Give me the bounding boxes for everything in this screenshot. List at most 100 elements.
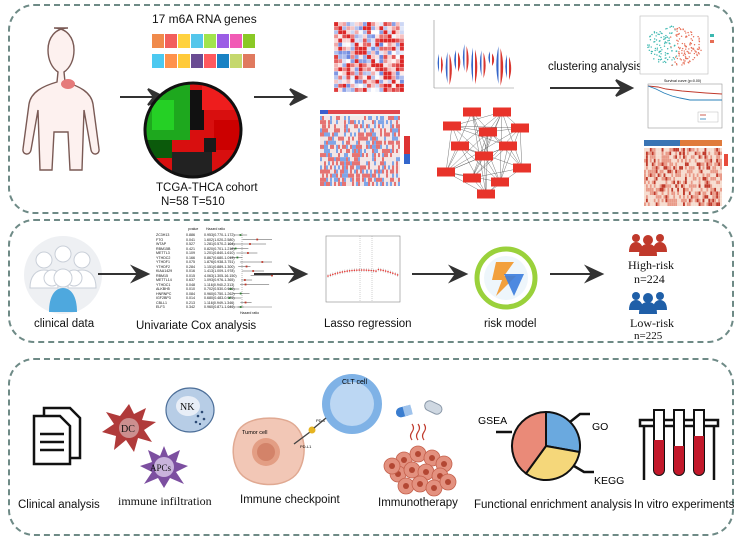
tumor-nucleus [409, 467, 415, 473]
ppi-edge [459, 145, 487, 195]
expr-cell [368, 124, 370, 129]
expr-cell [362, 144, 364, 149]
high-risk-count: n=224 [634, 272, 665, 286]
cluster-cell [720, 173, 722, 177]
cluster-cell [653, 162, 656, 167]
expr-cell [342, 153, 344, 158]
corr-cell [358, 75, 363, 80]
corr-cell [366, 30, 372, 35]
corr-cell [370, 71, 376, 76]
lasso-label: Lasso regression [324, 318, 412, 330]
cluster-cell [710, 173, 713, 177]
cluster-cell [718, 151, 721, 156]
expr-cell [374, 128, 376, 133]
expr-cell [362, 132, 364, 137]
ppi-edge [451, 125, 485, 157]
pca-point [698, 48, 700, 51]
cluster-cell [644, 158, 646, 163]
cluster-cell [681, 155, 683, 159]
cluster-cell [716, 151, 719, 156]
clinical-analysis-label: Clinical analysis [18, 499, 100, 511]
cluster-cell [710, 169, 713, 174]
cluster-cell [669, 202, 672, 206]
lasso-point [353, 269, 356, 272]
cluster-cell [651, 198, 654, 203]
expr-cell [396, 161, 398, 166]
cluster-cell [677, 169, 680, 174]
cluster-cell [692, 162, 695, 167]
expr-cell [354, 120, 356, 125]
expr-cell [394, 132, 396, 137]
in-vitro-label: In vitro experiments [634, 499, 735, 511]
corr-cell [350, 50, 355, 56]
cluster-cell [657, 202, 660, 206]
expr-cell [374, 157, 376, 162]
pca-point [697, 35, 699, 38]
expr-cell [358, 169, 360, 174]
ppi-node [479, 127, 497, 137]
cluster-cell [659, 180, 662, 185]
expr-cell [346, 120, 348, 125]
corr-cell [391, 67, 396, 72]
expr-cell [328, 173, 330, 178]
cluster-cell [698, 184, 701, 188]
cluster-cell [655, 184, 658, 188]
expr-cell [348, 161, 350, 166]
cluster-cell [720, 198, 722, 203]
cluster-cell [696, 151, 699, 156]
expr-cell [360, 153, 362, 158]
pca-point [691, 39, 694, 42]
expr-cell [386, 136, 388, 141]
corr-cell [358, 21, 363, 27]
expr-cell [332, 157, 334, 162]
corr-cell [342, 50, 347, 56]
cluster-cell [688, 184, 691, 188]
expr-cell [376, 181, 378, 186]
cluster-cell [706, 166, 709, 170]
cluster-cell [671, 195, 674, 199]
cluster-cell [647, 169, 650, 174]
corr-cell [395, 26, 400, 31]
violin-tumor [475, 49, 478, 85]
cluster-cell [669, 173, 672, 177]
corr-cell [366, 54, 372, 60]
cluster-cell [718, 173, 721, 177]
tumor-nucleus [403, 483, 409, 489]
expr-cell [398, 120, 400, 125]
expr-cell [364, 148, 366, 154]
expr-cell [390, 181, 392, 186]
expr-cell [336, 132, 338, 137]
expr-cell [320, 124, 322, 129]
cohort-counts: N=58 T=510 [161, 196, 225, 208]
corr-cell [333, 75, 339, 80]
cluster-cell [667, 155, 670, 159]
cluster-cell [694, 187, 697, 192]
pca-point [679, 28, 682, 30]
expr-cell [342, 177, 344, 182]
enrichment-pie-icon: GSEA GO KEGG [478, 410, 624, 487]
expr-cell [370, 124, 372, 129]
tumor-nucleus [445, 479, 451, 485]
expr-cell [386, 116, 388, 121]
violin-tumor [483, 52, 486, 79]
cluster-cell [651, 202, 654, 206]
cluster-cell [663, 202, 666, 206]
cluster-cell [681, 191, 683, 196]
expr-cell [324, 144, 326, 149]
expr-cell [348, 128, 350, 133]
cluster-cell [706, 169, 709, 174]
cluster-cell [679, 148, 682, 152]
expr-cell [320, 173, 322, 178]
cluster-cell [644, 162, 646, 167]
expr-cell [398, 169, 400, 174]
corr-cell [358, 83, 363, 88]
expr-cell [390, 132, 392, 137]
cluster-cell [684, 191, 687, 196]
expr-cell [388, 161, 390, 166]
cluster-cell [657, 198, 660, 203]
pca-point [661, 32, 663, 35]
corr-cell [375, 26, 380, 31]
corr-cell [362, 26, 368, 31]
cluster-cell [681, 184, 683, 188]
